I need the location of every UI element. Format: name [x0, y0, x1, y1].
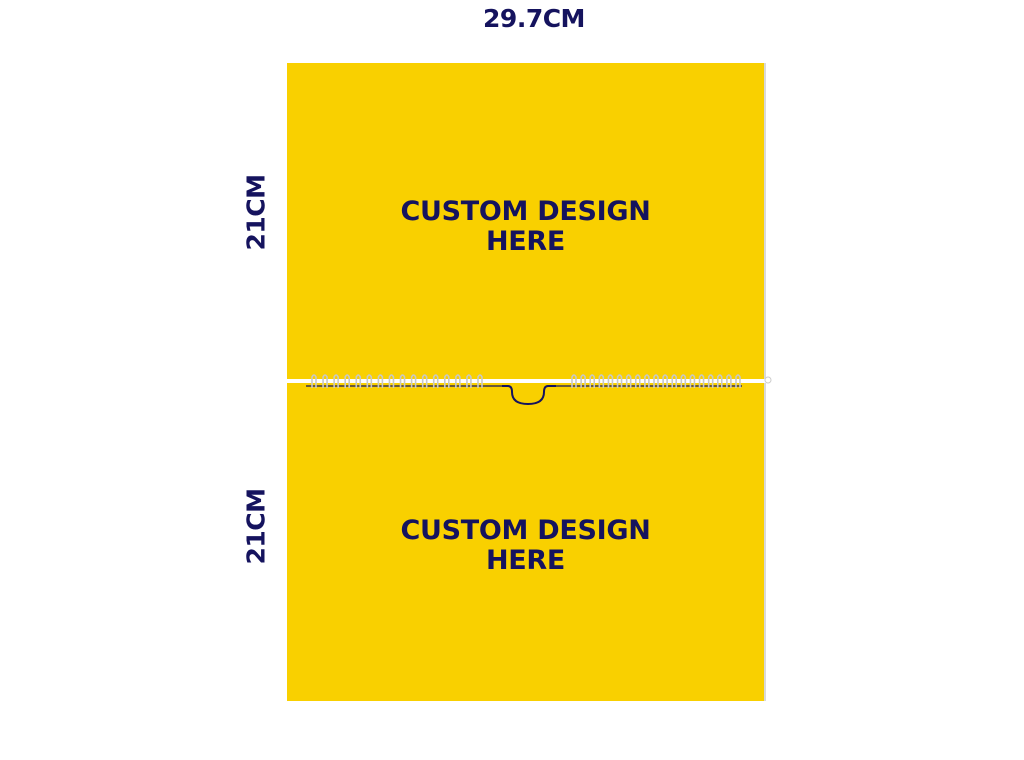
hanger-hook	[502, 385, 556, 406]
binding-ring	[625, 374, 632, 388]
calendar-bottom-panel: CUSTOM DESIGN HERE	[287, 383, 764, 701]
binding-ring	[571, 374, 577, 388]
binding-ring	[616, 374, 623, 388]
binding-ring	[698, 374, 705, 388]
binding-ring	[477, 374, 483, 388]
binding-ring	[366, 374, 373, 388]
upper-height-label: 21CM	[241, 174, 271, 251]
placeholder-line2: HERE	[485, 226, 566, 257]
binding-ring	[589, 374, 596, 388]
binding-ring	[444, 374, 450, 388]
binding-ring	[432, 374, 439, 388]
panel-edge-shadow	[764, 63, 766, 380]
binding-ring	[466, 374, 472, 388]
binding-ring	[726, 374, 732, 388]
calendar-top-panel: CUSTOM DESIGN HERE	[287, 63, 764, 380]
binding-ring	[707, 374, 714, 388]
binding-ring	[421, 374, 428, 388]
binding-ring	[634, 374, 641, 388]
binding-ring	[644, 374, 650, 388]
binding-ring	[388, 374, 395, 388]
lower-height-label: 21CM	[241, 488, 271, 565]
placeholder-line1: CUSTOM DESIGN	[400, 196, 651, 227]
panel-edge-shadow	[764, 383, 766, 701]
binding-ring	[598, 374, 605, 388]
binding-ring	[344, 374, 350, 388]
placeholder-line1: CUSTOM DESIGN	[400, 515, 651, 546]
binding-ring	[322, 374, 328, 388]
binding-ring	[689, 374, 696, 388]
binding-ring	[399, 374, 406, 388]
binding-ring	[377, 374, 384, 388]
binding-ring	[653, 374, 659, 388]
placeholder-line2: HERE	[485, 545, 566, 576]
binding-ring	[410, 374, 417, 388]
binding-ring	[333, 374, 339, 388]
binding-ring	[311, 374, 317, 388]
top-width-label: 29.7CM	[483, 4, 585, 33]
ring-end-dot	[764, 376, 772, 384]
binding-ring	[680, 374, 687, 388]
binding-ring	[580, 374, 586, 388]
binding-rings-left	[311, 374, 483, 388]
custom-design-placeholder-top: CUSTOM DESIGN HERE	[287, 197, 764, 257]
wire-binding	[286, 374, 772, 406]
binding-ring	[607, 374, 614, 388]
binding-rings-right	[571, 374, 741, 388]
binding-ring	[662, 374, 668, 388]
custom-design-placeholder-bottom: CUSTOM DESIGN HERE	[287, 516, 764, 576]
binding-ring	[455, 374, 461, 388]
binding-ring	[671, 374, 678, 388]
binding-ring	[355, 374, 362, 388]
binding-ring	[716, 374, 723, 388]
binding-ring	[735, 374, 741, 388]
